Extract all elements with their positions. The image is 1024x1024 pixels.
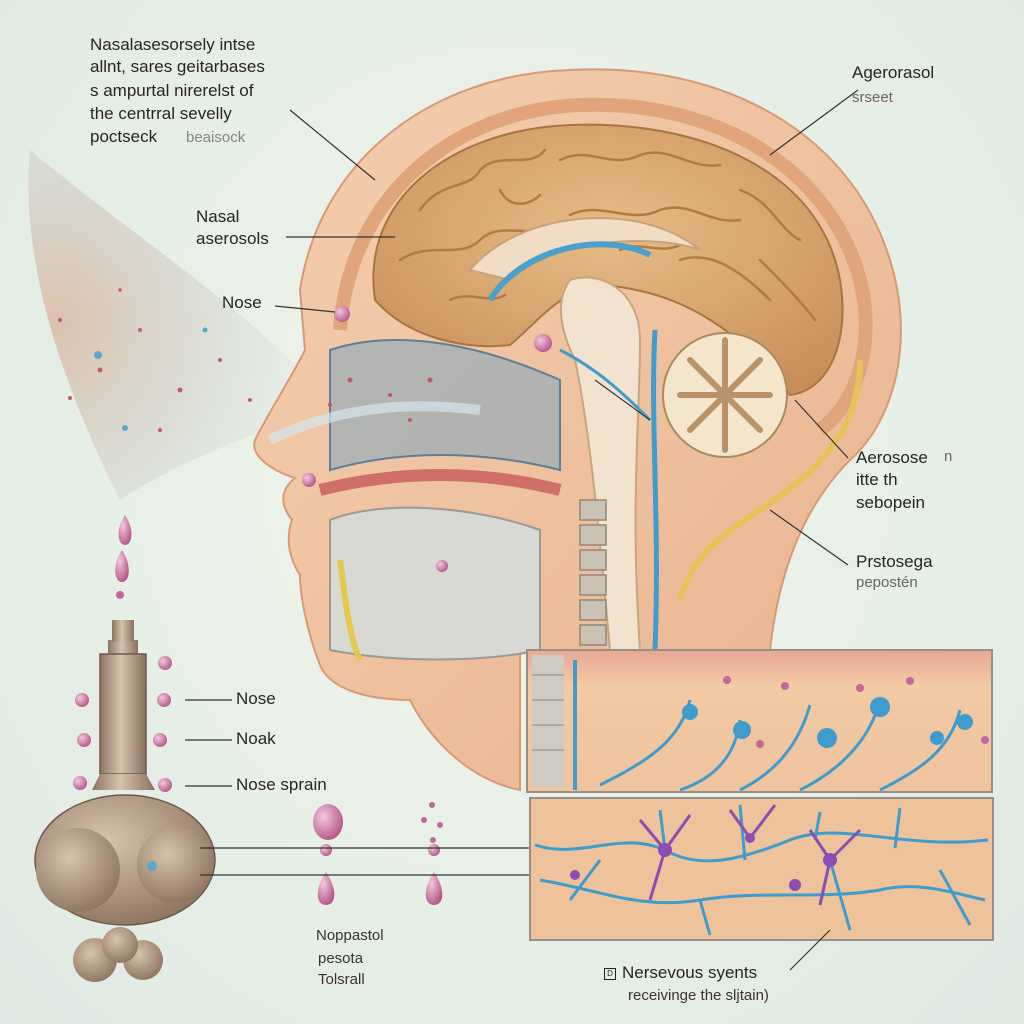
label-bottom-line-1: Noppastol xyxy=(316,927,384,944)
nasal-particles xyxy=(328,377,433,422)
top-note-line-1: Nasalasesorsely intse xyxy=(90,35,256,54)
olfactory-droplet xyxy=(534,334,552,352)
device-droplets xyxy=(73,515,172,792)
nostril-droplet xyxy=(302,473,316,487)
spray-blue-particles xyxy=(94,327,208,431)
scalp-yellow-layer xyxy=(677,359,863,601)
label-device-noak: Noak xyxy=(236,729,276,748)
label-bottom-line-2: pesota xyxy=(318,950,364,967)
label-nervous-sub: receivinge the sljtain) xyxy=(628,987,769,1004)
cerebellum xyxy=(662,332,788,458)
pathway-lines xyxy=(200,847,530,876)
top-note-line-3: s ampurtal nirerelst of xyxy=(90,81,254,100)
label-leader-lines xyxy=(274,89,859,971)
label-agerorasol: Agerorasol xyxy=(852,63,935,82)
nerve-branch xyxy=(559,348,652,422)
nervous-marker: D xyxy=(604,967,616,980)
top-note-line-2: allnt, sares geitarbases xyxy=(90,57,265,76)
droplet-sequence xyxy=(313,802,443,905)
label-device-nose-spray: Nose sprain xyxy=(236,775,327,794)
oral-cavity xyxy=(329,506,541,661)
nasal-airflow xyxy=(267,401,481,445)
cervical-vertebrae xyxy=(579,499,607,646)
label-agerorasol-sub: srseet xyxy=(852,89,893,106)
label-nervous-system: D Nersevous syents xyxy=(604,963,758,983)
label-prstosega-sub: pepostén xyxy=(856,574,918,591)
label-prstosega: Prstosega xyxy=(856,552,933,571)
label-aerosose-line-2: itte th xyxy=(856,470,898,489)
top-note-line-4: the centrral sevelly xyxy=(90,104,232,123)
top-note-line-5: poctseck xyxy=(90,127,158,146)
spray-cloud xyxy=(28,150,330,500)
tongue-layers xyxy=(337,559,363,662)
label-aerosose: Aerosose xyxy=(856,448,928,467)
inset-olfactory-tissue xyxy=(526,649,993,793)
label-bottom-line-3: Tolsrall xyxy=(318,971,365,988)
spray-particles xyxy=(58,288,252,432)
label-nose-face: Nose xyxy=(222,293,262,312)
oral-droplet xyxy=(436,560,448,572)
label-aerosose-mark: n xyxy=(944,448,953,465)
spinal-nerve xyxy=(651,329,659,651)
label-nervous-title: Nersevous syents xyxy=(622,963,758,982)
inset-neural-network xyxy=(529,797,994,941)
nasal-spray-device xyxy=(34,620,216,982)
device-leader-lines xyxy=(185,699,232,787)
brain-cerebrum xyxy=(372,123,844,397)
palate xyxy=(318,469,562,496)
top-note-line-5-faded: beaisock xyxy=(186,129,246,146)
ventricle-blue xyxy=(487,241,652,302)
label-nasal-line-2: aserosols xyxy=(196,229,269,248)
skull-outline xyxy=(333,97,873,436)
label-aerosose-line-3: sebopein xyxy=(856,493,926,512)
label-device-nose: Nose xyxy=(236,689,276,708)
nose-bridge-droplet xyxy=(334,306,350,322)
label-nasal-line-1: Nasal xyxy=(196,207,240,226)
